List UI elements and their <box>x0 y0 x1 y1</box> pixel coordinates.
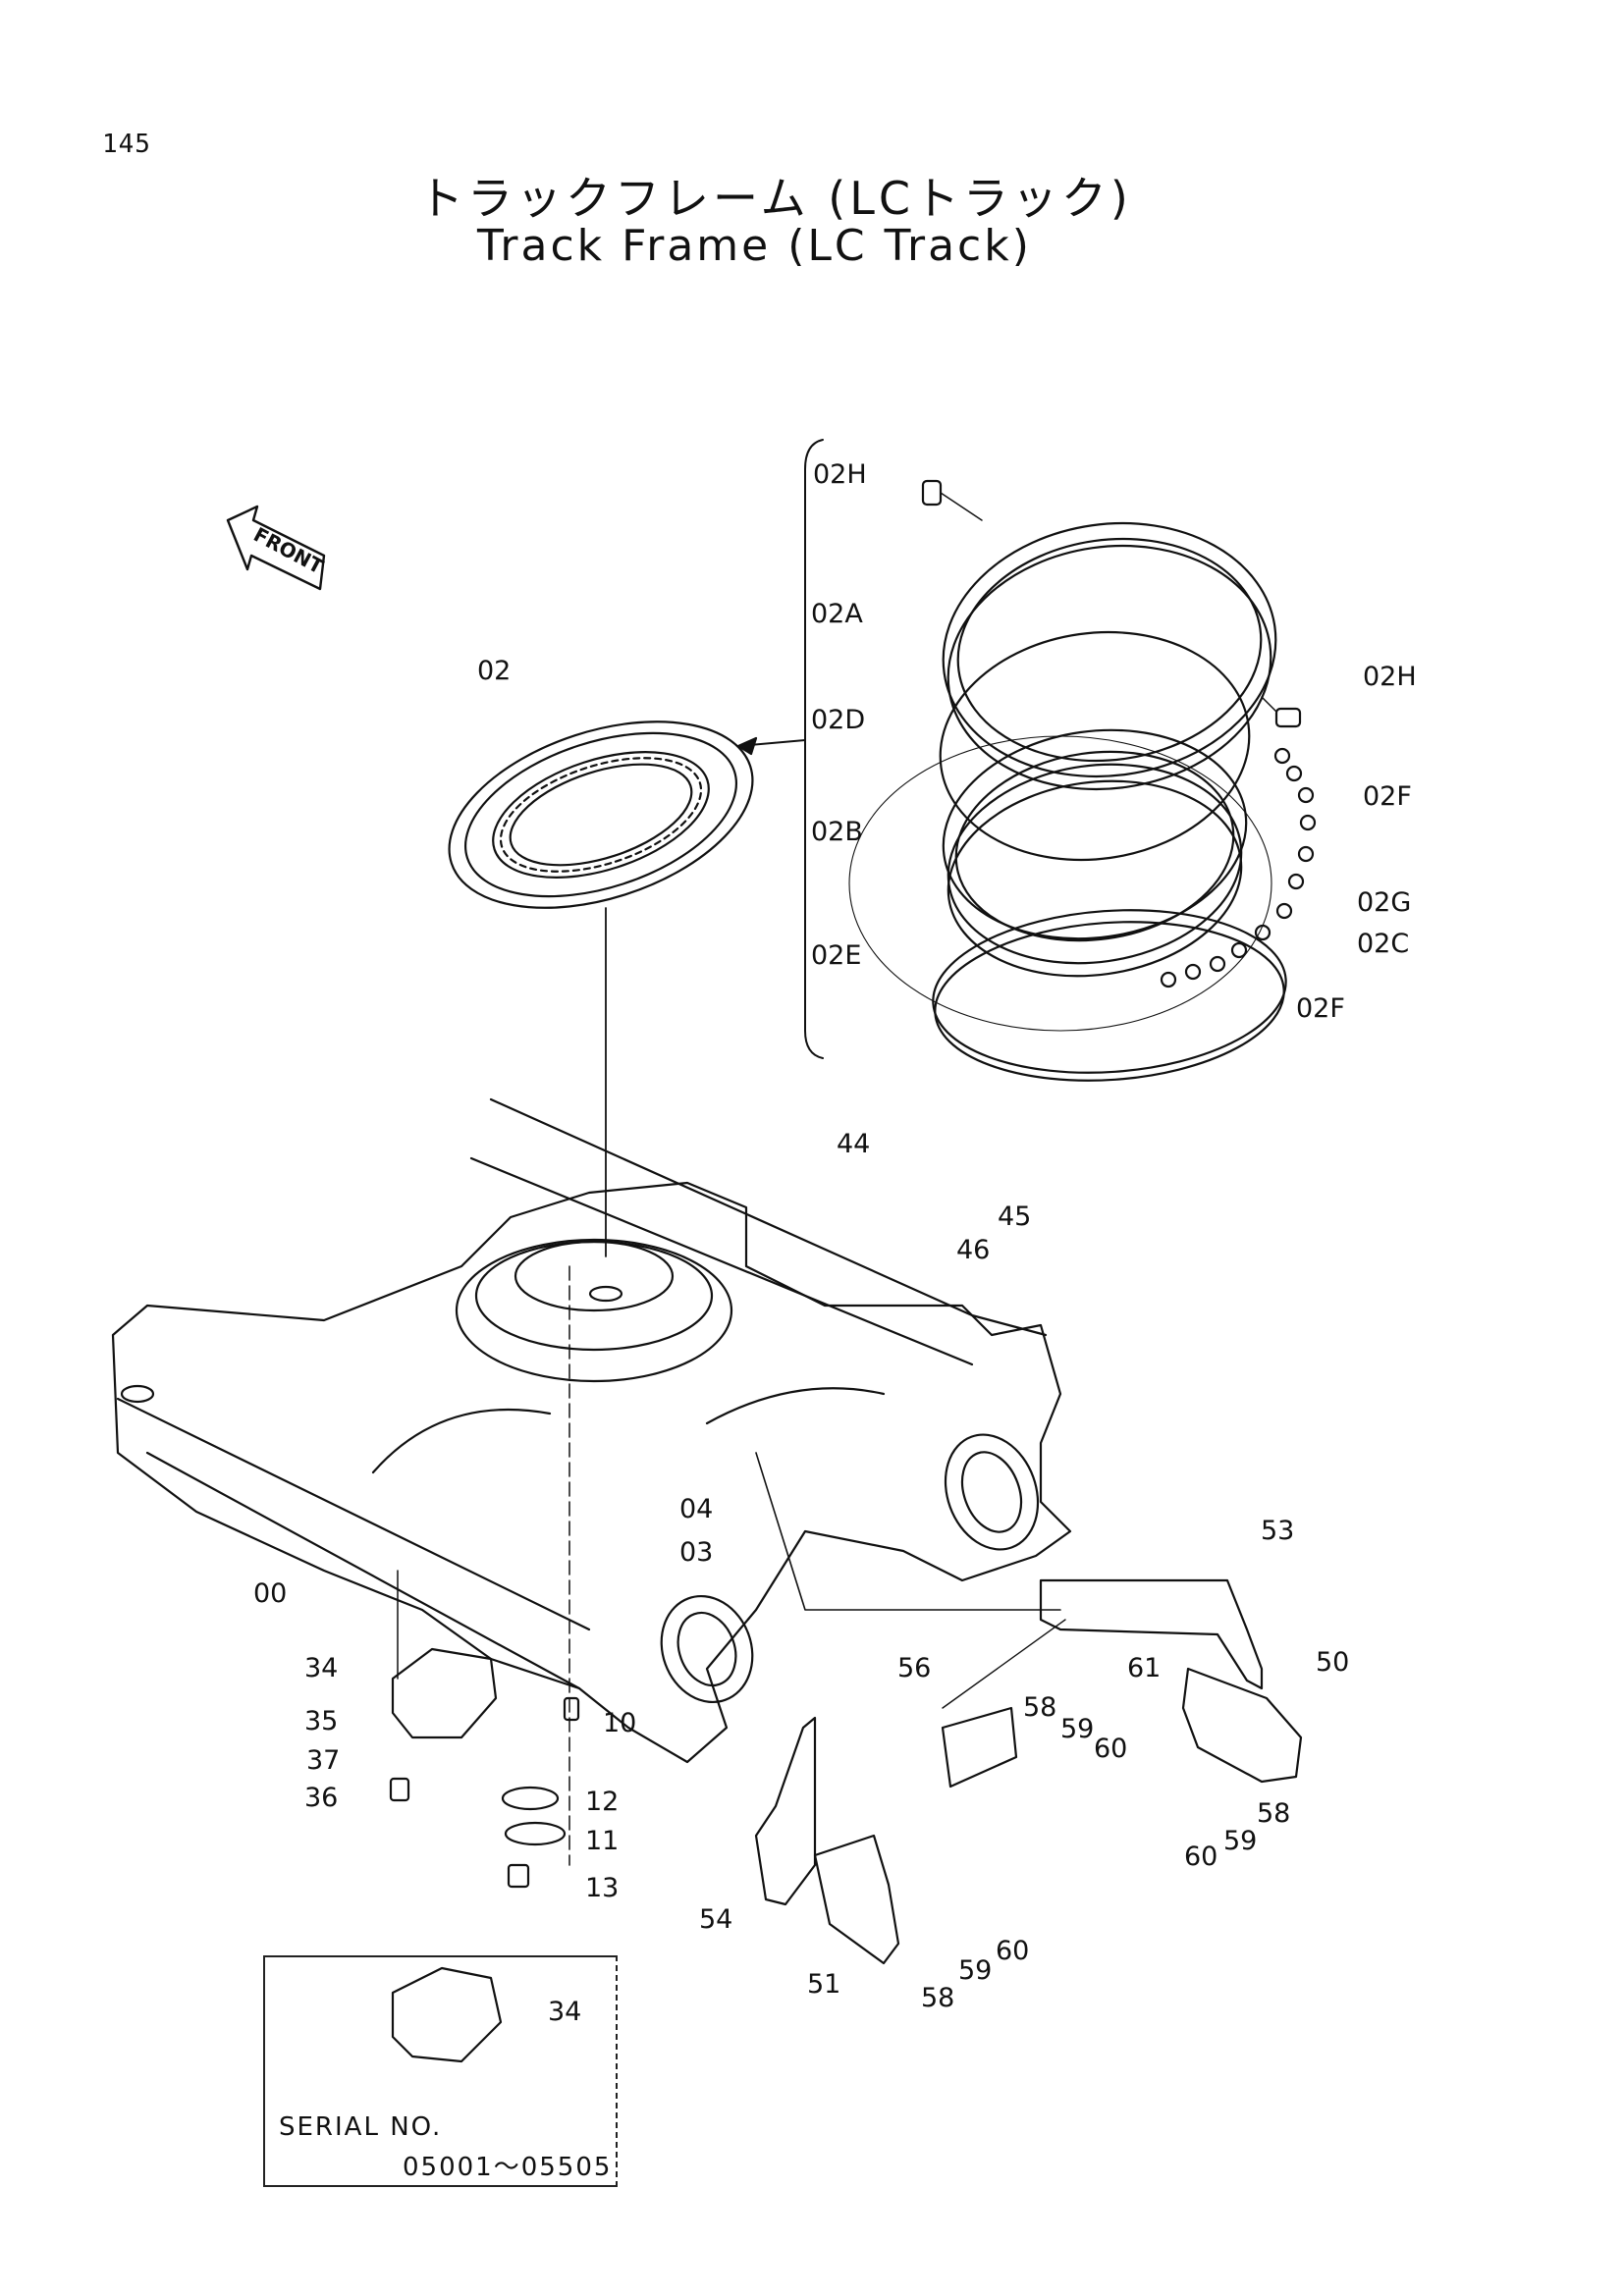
callout-04: 04 <box>679 1494 713 1524</box>
plate-11 <box>504 1821 567 1846</box>
callout-02: 02 <box>477 656 511 686</box>
plug-10 <box>563 1696 580 1722</box>
callout-59-a: 59 <box>1060 1714 1094 1744</box>
bracket-54 <box>754 1716 817 1906</box>
bracket-53 <box>1039 1578 1264 1690</box>
callout-labels: 02H 02A 02 02H 02D 02F 02B 02G 02C 02E 02F 44 45 46 04… <box>253 459 1417 2027</box>
bolt-36 <box>389 1777 410 1802</box>
inner-race-02B <box>942 728 1248 978</box>
callout-56: 56 <box>897 1653 931 1683</box>
callout-34: 34 <box>304 1653 338 1683</box>
callout-02F-lower: 02F <box>1296 993 1345 1024</box>
front-arrow-icon: FRONT <box>226 505 327 591</box>
callout-45: 45 <box>998 1201 1031 1232</box>
callout-36: 36 <box>304 1783 338 1813</box>
fitting-02H-right <box>1261 696 1302 728</box>
serial-number-label: SERIAL NO. <box>279 2112 443 2142</box>
callout-44: 44 <box>837 1129 870 1159</box>
callout-02A: 02A <box>811 599 863 629</box>
track-guard-34 <box>391 1647 498 1739</box>
callout-10: 10 <box>603 1708 636 1738</box>
serial-number-range: 05001～05505 <box>403 2153 613 2182</box>
callout-58-c: 58 <box>921 1983 954 2013</box>
serial-inset-frame <box>263 1955 618 2187</box>
callout-53: 53 <box>1261 1516 1294 1546</box>
callout-58-b: 58 <box>1257 1798 1290 1829</box>
outer-race-02A <box>942 521 1277 791</box>
callout-02B: 02B <box>811 817 863 847</box>
callout-61: 61 <box>1127 1653 1161 1683</box>
callout-60-a: 60 <box>1094 1734 1127 1764</box>
bolt-13 <box>507 1863 530 1889</box>
callout-12: 12 <box>585 1787 619 1817</box>
title-english: Track Frame (LC Track) <box>477 221 1032 271</box>
swing-bearing-02 <box>448 721 754 909</box>
cover-50 <box>1181 1667 1303 1784</box>
plate-56 <box>941 1706 1018 1789</box>
callout-58-a: 58 <box>1023 1692 1056 1723</box>
fitting-02H-top <box>921 479 983 521</box>
inset-track-guard-34 <box>391 1966 503 2063</box>
seal-02E <box>932 909 1287 1074</box>
callout-11: 11 <box>585 1826 619 1856</box>
callout-35: 35 <box>304 1706 338 1736</box>
callout-46: 46 <box>956 1235 990 1265</box>
seal-02D <box>939 630 1251 862</box>
callout-37: 37 <box>306 1745 340 1776</box>
callout-02F-upper: 02F <box>1363 781 1412 812</box>
callout-02E: 02E <box>811 940 861 971</box>
callout-59-c: 59 <box>958 1955 992 1986</box>
title-japanese: トラックフレーム (LCトラック) <box>418 172 1132 225</box>
callout-00: 00 <box>253 1578 287 1609</box>
callout-13: 13 <box>585 1873 619 1903</box>
callout-03: 03 <box>679 1537 713 1568</box>
plate-12 <box>501 1786 560 1811</box>
rollers-02F <box>1160 747 1317 988</box>
callout-60-b: 60 <box>1184 1842 1217 1872</box>
callout-02D: 02D <box>811 705 865 735</box>
callout-59-b: 59 <box>1223 1826 1257 1856</box>
callout-54: 54 <box>699 1904 732 1935</box>
callout-50: 50 <box>1316 1647 1349 1678</box>
callout-02G: 02G <box>1357 887 1411 918</box>
callout-34-inset: 34 <box>548 1997 581 2027</box>
track-frame-00 <box>111 1097 1072 1764</box>
cover-51 <box>813 1834 900 1965</box>
callout-51: 51 <box>807 1969 840 2000</box>
callout-02C: 02C <box>1357 929 1409 959</box>
page-number: 145 <box>102 130 151 159</box>
callout-02H-right: 02H <box>1363 662 1417 692</box>
callout-60-c: 60 <box>996 1936 1029 1966</box>
callout-02H-top: 02H <box>813 459 867 490</box>
